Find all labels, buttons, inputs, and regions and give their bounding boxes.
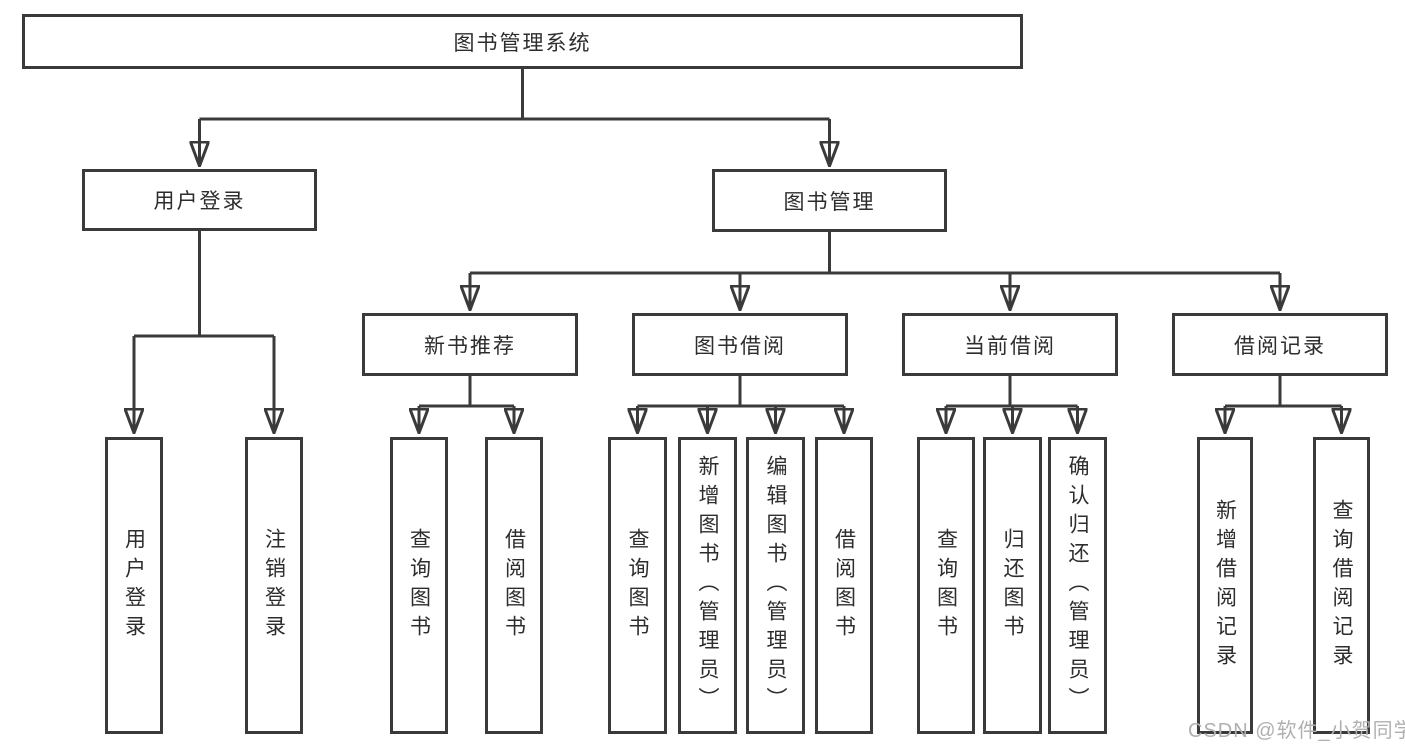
node-borrowing-records: 借阅记录 [1172, 313, 1388, 376]
leaf-log-query-borrow-record-label: 查询借阅记录 [1330, 498, 1353, 673]
node-user-login-label: 用户登录 [153, 190, 246, 213]
leaf-rec-borrow-books: 借阅图书 [485, 437, 543, 734]
leaf-rec-query-books: 查询图书 [390, 437, 448, 734]
leaf-bor-edit-book-admin: 编辑图书（管理员） [746, 437, 805, 734]
leaf-bor-query-books: 查询图书 [608, 437, 667, 734]
leaf-cur-query-books-label: 查询图书 [934, 527, 958, 644]
leaf-cur-confirm-return-admin-label: 确认归还（管理员） [1066, 455, 1089, 716]
node-current-borrowing: 当前借阅 [902, 313, 1118, 376]
node-root: 图书管理系统 [22, 14, 1023, 69]
node-borrowing-records-label: 借阅记录 [1234, 334, 1326, 358]
node-root-label: 图书管理系统 [453, 31, 592, 55]
node-book-management: 图书管理 [712, 169, 947, 232]
leaf-bor-add-book-admin-label: 新增图书（管理员） [696, 455, 719, 716]
leaf-cur-confirm-return-admin: 确认归还（管理员） [1048, 437, 1107, 734]
connector-skeleton [134, 69, 1342, 408]
leaf-bor-query-books-label: 查询图书 [626, 527, 649, 644]
node-new-book-recommend: 新书推荐 [362, 313, 578, 376]
csdn-watermark: CSDN @软件_小贺同学 [1188, 720, 1405, 742]
node-new-book-recommend-label: 新书推荐 [424, 334, 516, 358]
leaf-user-login-label: 用户登录 [122, 527, 146, 644]
leaf-bor-borrow-books: 借阅图书 [815, 437, 873, 734]
node-book-management-label: 图书管理 [783, 190, 876, 214]
leaf-rec-query-books-label: 查询图书 [407, 527, 431, 644]
leaf-log-query-borrow-record: 查询借阅记录 [1313, 437, 1370, 734]
leaf-logout-label: 注销登录 [262, 527, 286, 644]
leaf-cur-query-books: 查询图书 [917, 437, 975, 734]
node-book-borrowing: 图书借阅 [632, 313, 848, 376]
leaf-bor-add-book-admin: 新增图书（管理员） [678, 437, 737, 734]
leaf-log-add-borrow-record-label: 新增借阅记录 [1213, 498, 1237, 673]
node-current-borrowing-label: 当前借阅 [964, 334, 1056, 358]
leaf-bor-edit-book-admin-label: 编辑图书（管理员） [764, 455, 787, 716]
leaf-user-login: 用户登录 [105, 437, 163, 734]
node-user-login: 用户登录 [82, 169, 317, 231]
leaf-rec-borrow-books-label: 借阅图书 [502, 527, 526, 644]
leaf-bor-borrow-books-label: 借阅图书 [832, 527, 856, 644]
node-book-borrowing-label: 图书借阅 [694, 334, 786, 358]
leaf-log-add-borrow-record: 新增借阅记录 [1197, 437, 1253, 734]
leaf-cur-return-books: 归还图书 [983, 437, 1042, 734]
leaf-logout: 注销登录 [245, 437, 303, 734]
leaf-cur-return-books-label: 归还图书 [1001, 527, 1024, 644]
